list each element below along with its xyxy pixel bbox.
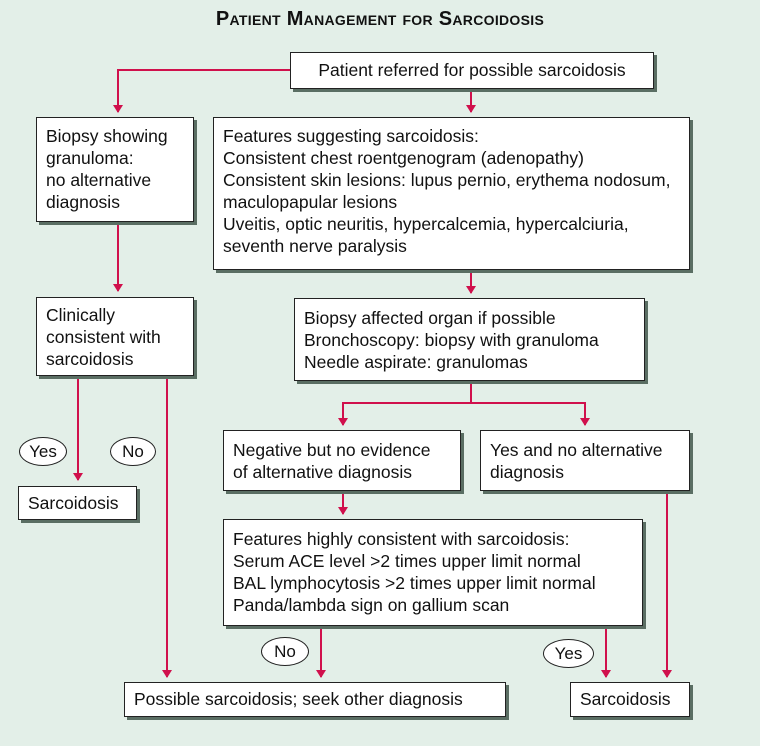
box-line: Needle aspirate: granulomas: [304, 352, 528, 372]
box-line: Serum ACE level >2 times upper limit nor…: [233, 551, 581, 571]
box-line: granuloma:: [46, 148, 134, 168]
box-clinically-consistent: Clinically consistent with sarcoidosis: [36, 297, 194, 376]
label-yes-left: Yes: [19, 437, 67, 466]
box-line: Sarcoidosis: [580, 689, 671, 709]
box-line: Uveitis, optic neuritis, hypercalcemia, …: [223, 214, 629, 234]
box-line: Features highly consistent with sarcoido…: [233, 529, 570, 549]
box-line: no alternative: [46, 170, 152, 190]
label-no-bottom: No: [261, 637, 309, 666]
box-line: diagnosis: [46, 192, 120, 212]
box-line: Possible sarcoidosis; seek other diagnos…: [134, 689, 463, 709]
box-line: sarcoidosis: [46, 349, 134, 369]
box-yes-no-alternative: Yes and no alternative diagnosis: [480, 430, 690, 491]
diagram-title: Patient Management for Sarcoidosis: [215, 8, 545, 30]
box-possible-sarcoidosis: Possible sarcoidosis; seek other diagnos…: [124, 682, 506, 717]
box-line: Yes and no alternative: [490, 440, 663, 460]
box-sarcoidosis-left: Sarcoidosis: [18, 486, 137, 520]
arrow-biopsy-organ-split: [338, 381, 472, 426]
box-features-suggesting: Features suggesting sarcoidosis: Consist…: [213, 117, 690, 270]
arrow-biopsy-organ-to-yes-no-alt: [471, 402, 590, 426]
box-line: Consistent skin lesions: lupus pernio, e…: [223, 170, 671, 190]
box-line: BAL lymphocytosis >2 times upper limit n…: [233, 573, 596, 593]
box-biopsy-affected-organ: Biopsy affected organ if possible Bronch…: [294, 298, 645, 381]
box-line: Consistent chest roentgenogram (adenopat…: [223, 148, 584, 168]
box-line: Negative but no evidence: [233, 440, 431, 460]
label-no-left: No: [110, 437, 156, 466]
box-line: Patient referred for possible sarcoidosi…: [318, 60, 626, 80]
box-line: Features suggesting sarcoidosis:: [223, 126, 479, 146]
box-sarcoidosis-right: Sarcoidosis: [570, 682, 690, 717]
box-line: maculopapular lesions: [223, 192, 398, 212]
label-yes-bottom: Yes: [543, 639, 594, 668]
box-line: Sarcoidosis: [28, 493, 119, 513]
arrow-referred-to-biopsy-granuloma: [113, 69, 290, 113]
box-patient-referred: Patient referred for possible sarcoidosi…: [290, 52, 654, 89]
box-line: Bronchoscopy: biopsy with granuloma: [304, 330, 599, 350]
box-line: Clinically: [46, 305, 116, 325]
box-negative-no-evidence: Negative but no evidence of alternative …: [223, 430, 461, 491]
box-line: Biopsy affected organ if possible: [304, 308, 556, 328]
box-biopsy-granuloma: Biopsy showing granuloma: no alternative…: [36, 117, 194, 222]
box-line: consistent with: [46, 327, 161, 347]
box-features-highly-consistent: Features highly consistent with sarcoido…: [223, 519, 643, 626]
box-line: diagnosis: [490, 462, 564, 482]
box-line: seventh nerve paralysis: [223, 236, 407, 256]
box-line: Panda/lambda sign on gallium scan: [233, 595, 510, 615]
box-line: Biopsy showing: [46, 126, 168, 146]
box-line: of alternative diagnosis: [233, 462, 412, 482]
